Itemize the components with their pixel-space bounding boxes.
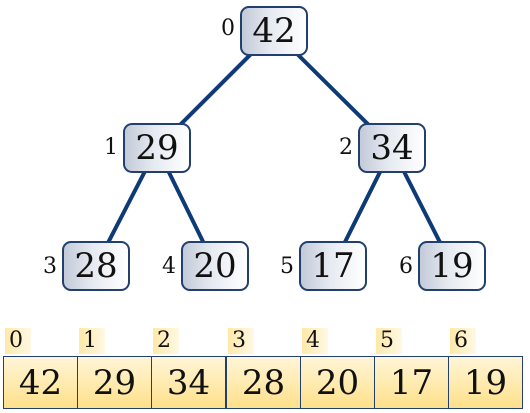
node-index-6: 6	[399, 254, 413, 279]
array-cell-4: 20	[300, 356, 375, 409]
array-index-1: 1	[79, 328, 105, 354]
node-index-2: 2	[339, 135, 353, 160]
node-index-4: 4	[162, 254, 176, 279]
array-cell-6: 19	[448, 356, 523, 409]
node-4: 20	[181, 241, 249, 291]
node-5: 17	[299, 241, 367, 291]
node-3: 28	[62, 241, 130, 291]
array-cell-3: 28	[226, 356, 301, 409]
array-index-2: 2	[153, 328, 179, 354]
array-cell-5: 17	[374, 356, 449, 409]
array-index-4: 4	[302, 328, 328, 354]
array-index-0: 0	[5, 328, 31, 354]
array-cell-2: 34	[151, 356, 226, 409]
array-cell-1: 29	[77, 356, 152, 409]
node-6: 19	[418, 241, 486, 291]
array-index-6: 6	[450, 328, 476, 354]
node-index-1: 1	[104, 135, 118, 160]
node-1: 29	[123, 123, 191, 173]
node-index-5: 5	[280, 254, 294, 279]
node-2: 34	[358, 123, 426, 173]
node-0: 42	[240, 6, 308, 56]
array-index-5: 5	[376, 328, 402, 354]
node-index-3: 3	[43, 254, 57, 279]
array-cell-0: 42	[3, 356, 78, 409]
node-index-0: 0	[221, 16, 235, 41]
array-index-3: 3	[228, 328, 254, 354]
